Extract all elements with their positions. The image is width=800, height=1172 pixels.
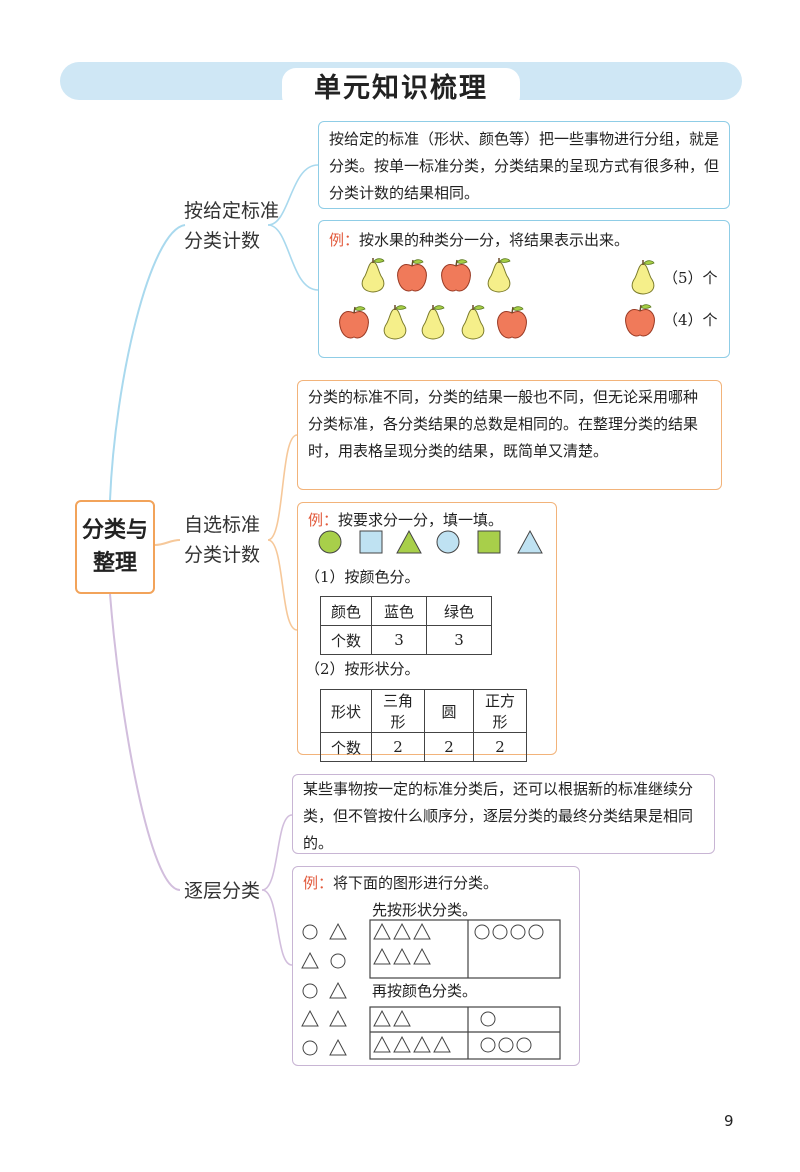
blue-circle-icon [436,530,460,554]
branch3-step1: 先按形状分类。 [372,901,478,919]
shape-table: 形状 三角形 圆 正方形 个数 2 2 2 [320,689,527,762]
branch3-example-box: 例：将下面的图形进行分类。 [292,866,580,1066]
circle-icon [302,1040,318,1056]
apple-icon [624,303,656,337]
pear-icon [487,257,511,293]
branch1-label-line2: 分类计数 [184,230,261,252]
green-triangle-icon [396,529,422,554]
circle-icon [330,953,346,969]
pear-icon [461,304,485,340]
apple-icon [396,258,428,292]
color-class-box [369,1006,561,1060]
branch1-desc-box: 按给定的标准（形状、颜色等）把一些事物进行分组，就是分类。按单一标准分类，分类结… [318,121,730,209]
triangle-icon [329,1038,347,1056]
branch3-desc-box: 某些事物按一定的标准分类后，还可以根据新的标准继续分类，但不管按什么顺序分，逐层… [292,774,715,854]
page-number: 9 [724,1112,734,1130]
color-table-cell: 3 [371,625,427,655]
shape-table-cell: 2 [473,732,527,762]
blue-square-icon [359,530,383,554]
example-prefix: 例： [329,231,360,249]
pear-count: （5）个 [663,269,718,287]
branch1-desc: 按给定的标准（形状、颜色等）把一些事物进行分组，就是分类。按单一标准分类，分类结… [329,130,720,202]
color-table-header: 蓝色 [371,596,427,626]
branch2-label-line2: 分类计数 [184,544,261,566]
branch2-label-line1: 自选标准 [184,514,261,536]
branch3-label: 逐层分类 [184,880,261,902]
shape-table-header: 形状 [320,689,372,733]
branch2-example-text: 按要求分一分，填一填。 [338,511,504,529]
root-node: 分类与 整理 [75,500,155,594]
example-prefix: 例： [308,511,339,529]
shape-table-cell: 2 [371,732,425,762]
branch2-desc: 分类的标准不同，分类的结果一般也不同，但无论采用哪种分类标准，各分类结果的总数是… [308,388,699,460]
pear-icon [631,259,655,295]
shape-table-cell: 2 [424,732,474,762]
root-node-line1: 分类与 [81,518,148,543]
triangle-icon [301,951,319,969]
shape-table-header: 三角形 [371,689,425,733]
blue-triangle-icon [517,529,543,554]
triangle-icon [301,1009,319,1027]
color-table-cell: 3 [426,625,492,655]
color-table-header: 颜色 [320,596,372,626]
example-prefix: 例： [303,874,334,892]
shape-table-cell: 个数 [320,732,372,762]
color-table-header: 绿色 [426,596,492,626]
circle-icon [302,924,318,940]
shape-row [318,529,543,554]
apple-icon [496,305,528,339]
branch3-step2: 再按颜色分类。 [372,982,478,1000]
shape-class-box [369,919,561,979]
branch3-example-text: 将下面的图形进行分类。 [333,874,499,892]
pear-icon [361,257,385,293]
green-circle-icon [318,530,342,554]
branch2-part2: （2）按形状分。 [305,660,420,678]
branch2-desc-box: 分类的标准不同，分类的结果一般也不同，但无论采用哪种分类标准，各分类结果的总数是… [297,380,722,490]
triangle-icon [329,922,347,940]
branch1-example-text: 按水果的种类分一分，将结果表示出来。 [359,231,630,249]
pear-icon [383,304,407,340]
root-node-line2: 整理 [92,551,137,576]
apple-count: （4）个 [663,311,718,329]
page-title: 单元知识梳理 [282,68,520,110]
branch1-label-line1: 按给定标准 [184,200,280,222]
shape-table-header: 正方形 [473,689,527,733]
apple-icon [440,258,472,292]
pear-icon [421,304,445,340]
branch2-label: 自选标准 分类计数 [184,510,260,570]
color-table: 颜色 蓝色 绿色 个数 3 3 [320,596,492,655]
triangle-icon [329,981,347,999]
shape-table-header: 圆 [424,689,474,733]
green-square-icon [477,530,501,554]
apple-icon [338,305,370,339]
branch1-label: 按给定标准 分类计数 [184,196,279,256]
branch2-part1: （1）按颜色分。 [305,568,420,586]
branch3-desc: 某些事物按一定的标准分类后，还可以根据新的标准继续分类，但不管按什么顺序分，逐层… [303,780,694,852]
layered-shapes [301,919,561,1060]
circle-icon [302,983,318,999]
color-table-cell: 个数 [320,625,372,655]
triangle-icon [329,1009,347,1027]
